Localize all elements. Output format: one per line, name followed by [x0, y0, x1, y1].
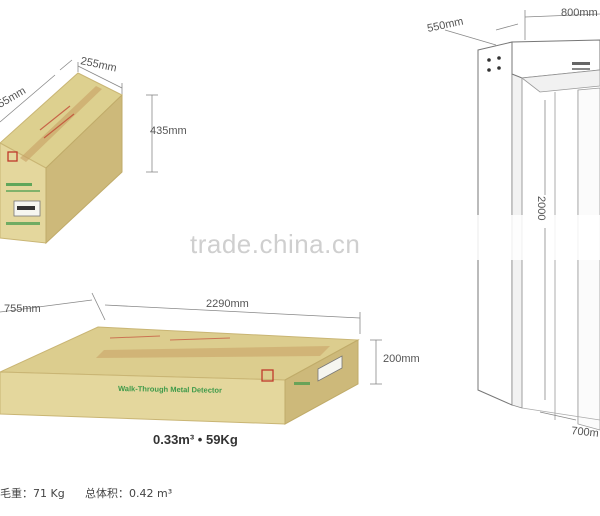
detector-light-3: [487, 68, 491, 72]
large-box-depth-label: 755mm: [4, 303, 41, 315]
small-box-dimensions: [0, 59, 158, 173]
footer-volume: 总体积：0.42 m³: [85, 487, 173, 500]
large-box-label: [317, 355, 343, 382]
small-box-red-mark: [39, 105, 71, 131]
large-box-red-mark-2: [169, 337, 231, 341]
small-box-label-bar: [17, 206, 35, 210]
large-box-front: [0, 371, 286, 425]
small-box-depth-label: 55mm: [0, 85, 28, 111]
small-box-green-text-2: [6, 190, 40, 192]
small-box-height-label: 435mm: [150, 125, 187, 137]
small-box-width-label: 255mm: [79, 55, 117, 74]
large-box-red-mark: [109, 335, 161, 339]
detector-light-2: [497, 56, 501, 60]
detector-height-label: 2000: [535, 196, 547, 220]
small-box: [0, 72, 123, 245]
walkthrough-detector: [465, 39, 600, 431]
detector-depth-label: 550mm: [426, 16, 464, 35]
small-box-green-text: [6, 183, 32, 186]
watermark: trade.china.cn: [190, 229, 361, 259]
large-box-height-label: 200mm: [383, 353, 420, 365]
detector-top-beam-underside: [520, 69, 600, 93]
large-box-caption: 0.33m³ • 59Kg: [153, 432, 238, 447]
detector-light-4: [497, 66, 501, 70]
small-box-red-mark-2: [43, 113, 75, 139]
small-box-green-text-3: [6, 222, 40, 225]
large-box-tape: [96, 346, 330, 358]
large-box-red-logo: [261, 369, 274, 382]
large-box-length-label: 2290mm: [206, 298, 249, 310]
detector-display-2: [572, 68, 590, 70]
small-box-red-logo: [7, 151, 18, 162]
large-box: [0, 326, 360, 425]
detector-dimensions: [444, 10, 600, 421]
detector-base-label: 700m: [571, 425, 600, 440]
large-box-dimensions: [0, 292, 382, 385]
footer-weight: 毛重：71 Kg: [0, 487, 65, 500]
large-box-side-text: Walk-Through Metal Detector: [118, 384, 222, 395]
detector-light-1: [487, 58, 491, 62]
detector-display: [572, 62, 590, 65]
small-box-side: [45, 93, 123, 245]
detector-width-label: 800mm: [561, 7, 598, 19]
large-box-green-text-side: [294, 382, 310, 385]
